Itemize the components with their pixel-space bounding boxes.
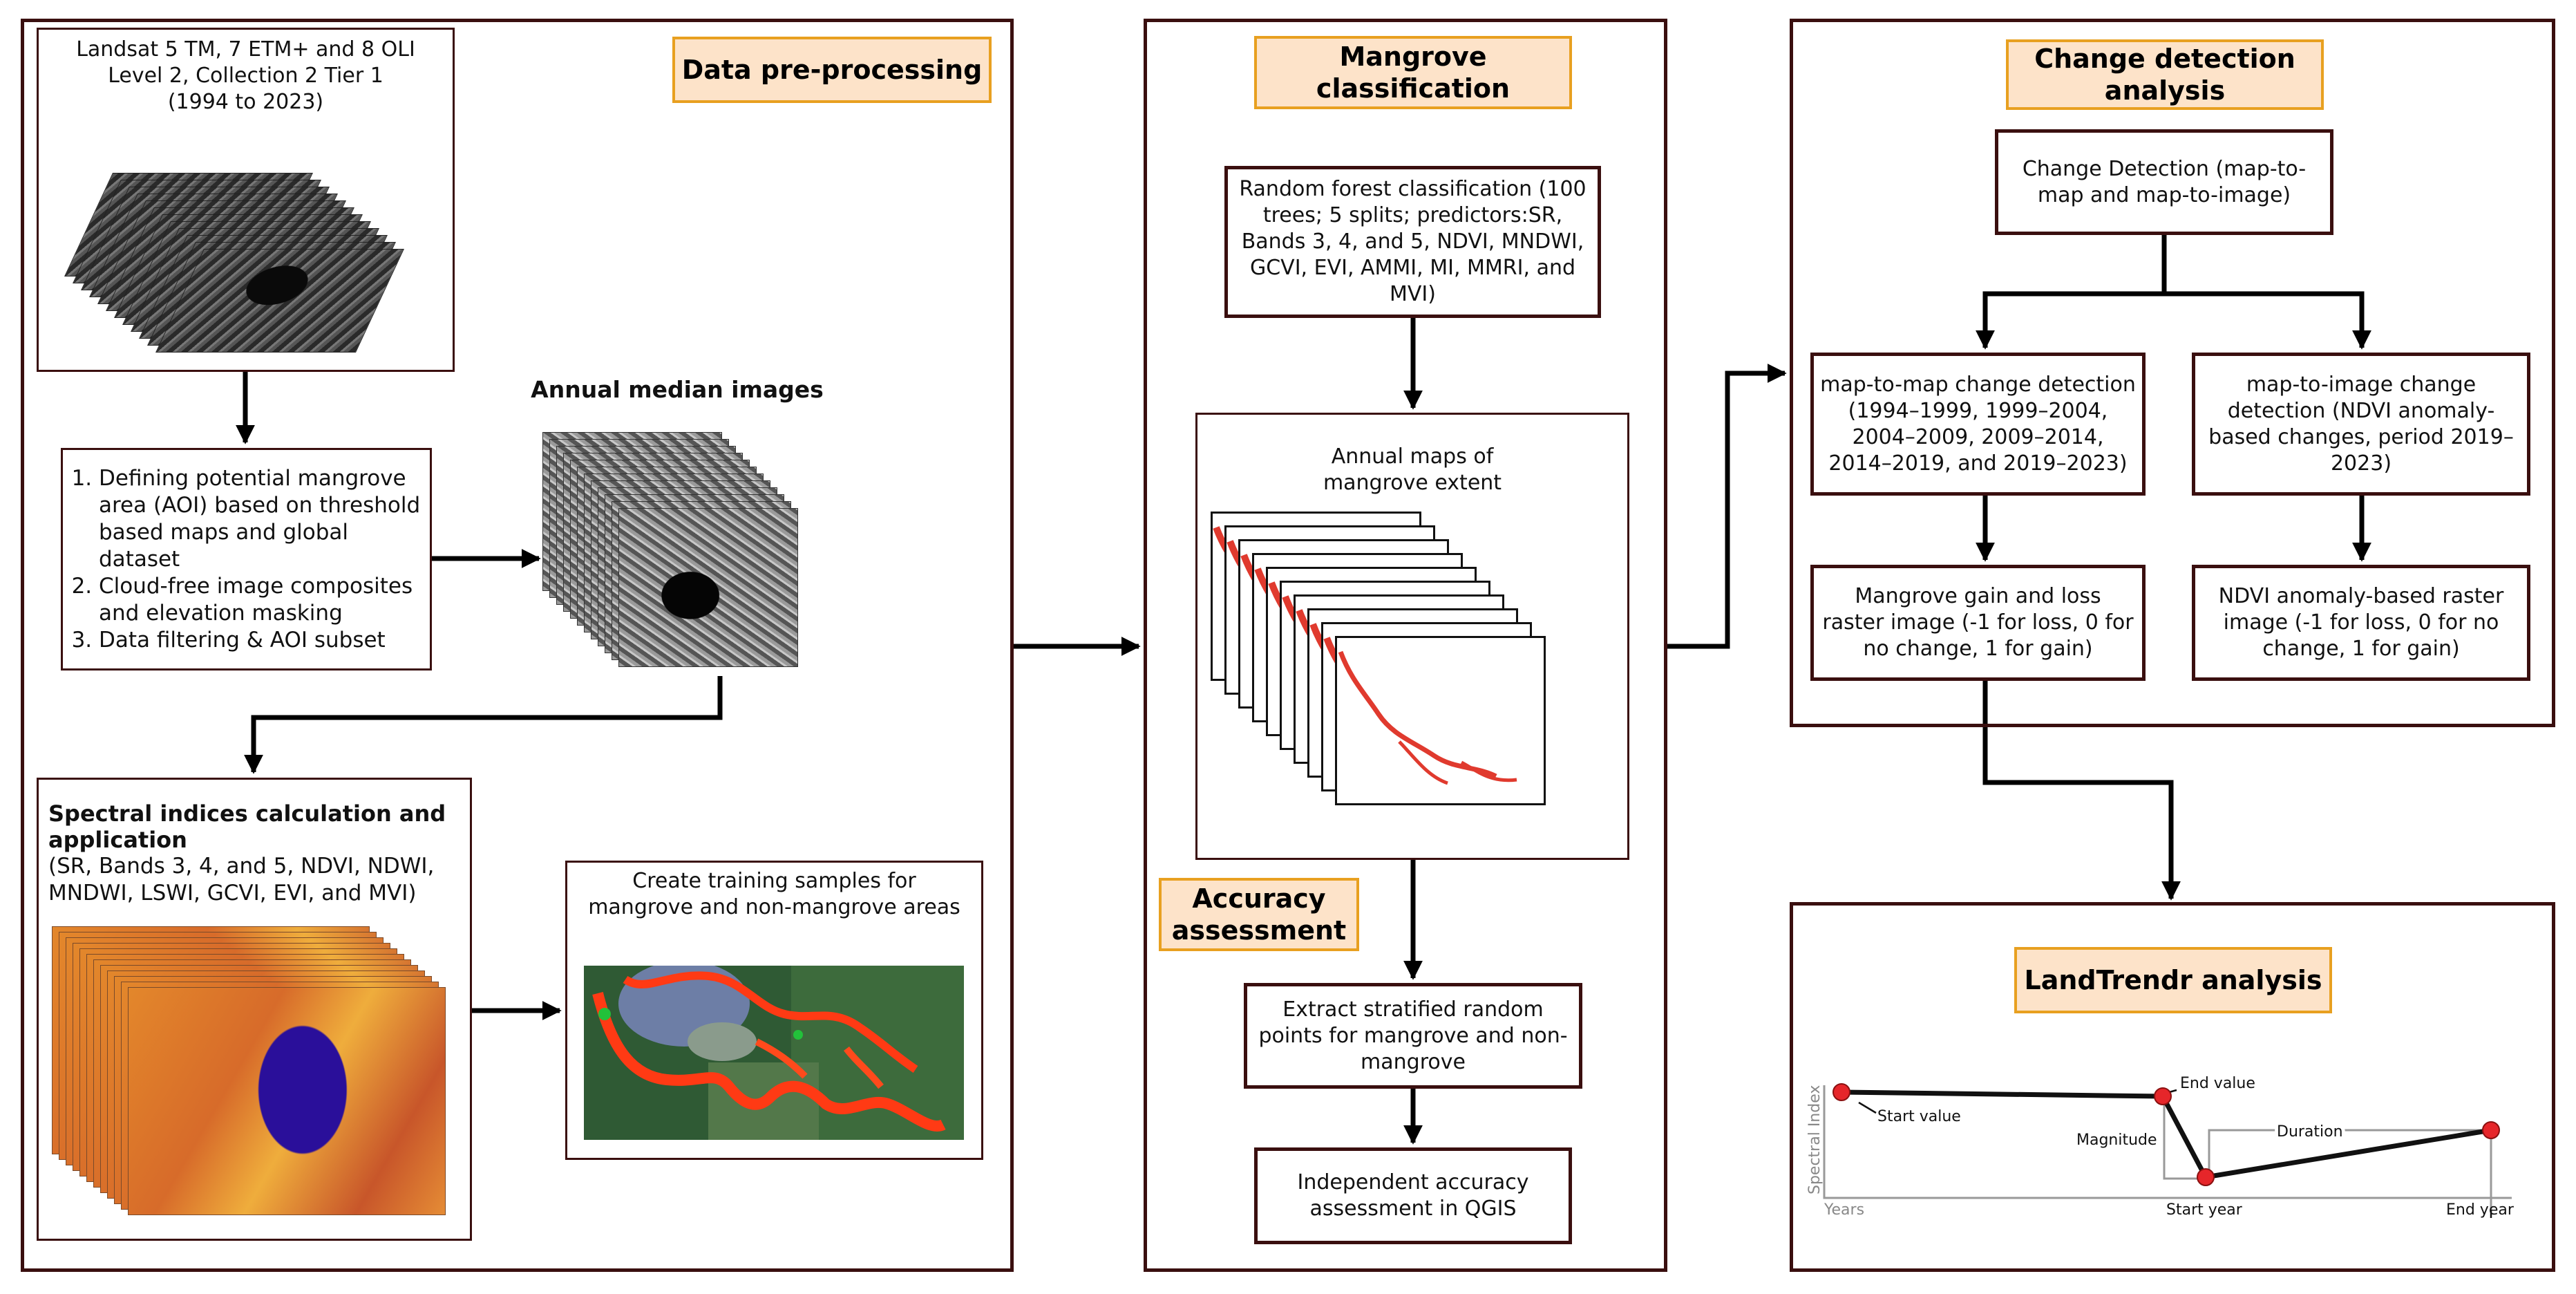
title-landtrendr: LandTrendr analysis bbox=[2014, 947, 2332, 1013]
annual-map-layer bbox=[1335, 636, 1546, 805]
start-year-label: Start year bbox=[2166, 1201, 2243, 1219]
panel-change-detection bbox=[1790, 19, 2555, 727]
independent-accuracy-box: Independent accuracy assessment in QGIS bbox=[1254, 1147, 1572, 1244]
gain-loss-box: Mangrove gain and loss raster image (-1 … bbox=[1810, 565, 2146, 681]
extract-points-text: Extract stratified random points for man… bbox=[1258, 997, 1568, 1074]
map-to-image-text: map-to-image change detection (NDVI anom… bbox=[2208, 372, 2514, 476]
step-item: Cloud-free image composites and elevatio… bbox=[99, 573, 430, 627]
step-item: Data filtering & AOI subset bbox=[99, 627, 430, 654]
random-forest-text: Random forest classification (100 trees;… bbox=[1239, 177, 1587, 306]
stack-layer bbox=[128, 987, 446, 1215]
landsat-line3: (1994 to 2023) bbox=[167, 90, 324, 114]
change-detection-box: Change Detection (map-to-map and map-to-… bbox=[1995, 129, 2333, 235]
random-forest-box: Random forest classification (100 trees;… bbox=[1224, 166, 1601, 318]
landsat-line2: Level 2, Collection 2 Tier 1 bbox=[108, 64, 383, 88]
end-value-point bbox=[2154, 1087, 2172, 1105]
magnitude-bracket bbox=[2163, 1091, 2201, 1180]
training-sample-map bbox=[584, 966, 964, 1140]
extract-points-box: Extract stratified random points for man… bbox=[1244, 983, 1582, 1089]
arrow-median-to-spectral bbox=[244, 676, 723, 774]
training-text: Create training samples for mangrove and… bbox=[588, 869, 960, 919]
map-to-image-box: map-to-image change detection (NDVI anom… bbox=[2192, 353, 2530, 496]
annual-maps-text: Annual maps of mangrove extent bbox=[1323, 444, 1502, 495]
spectral-image-stack bbox=[52, 926, 453, 1217]
panel-landtrendr bbox=[1790, 902, 2555, 1272]
x-axis-label: Years bbox=[1824, 1201, 1864, 1219]
panel-mangrove-classification bbox=[1144, 19, 1667, 1272]
end-year-label: End year bbox=[2446, 1201, 2515, 1219]
annual-map-stack bbox=[1211, 512, 1556, 816]
duration-bracket bbox=[2208, 1129, 2492, 1210]
stack-layer bbox=[618, 508, 798, 667]
start-year-point bbox=[2197, 1168, 2215, 1186]
gain-loss-text: Mangrove gain and loss raster image (-1 … bbox=[1822, 584, 2134, 661]
y-axis-label: Spectral Index bbox=[1806, 1085, 1824, 1194]
step-item: Defining potential mangrove area (AOI) b… bbox=[99, 465, 430, 573]
spectral-detail: (SR, Bands 3, 4, and 5, NDVI, NDWI, MNDW… bbox=[48, 854, 435, 906]
y-axis-line bbox=[1823, 1085, 2512, 1199]
magnitude-label: Magnitude bbox=[2076, 1132, 2157, 1149]
ndvi-anomaly-text: NDVI anomaly-based raster image (-1 for … bbox=[2218, 584, 2504, 661]
landsat-line1: Landsat 5 TM, 7 ETM+ and 8 OLI bbox=[76, 37, 415, 62]
map-to-map-text: map-to-map change detection (1994–1999, … bbox=[1820, 372, 2136, 476]
change-detection-text: Change Detection (map-to-map and map-to-… bbox=[2022, 156, 2307, 207]
panel-data-preprocessing bbox=[21, 19, 1014, 1272]
arrow-branch-left bbox=[1976, 235, 2167, 350]
independent-accuracy-text: Independent accuracy assessment in QGIS bbox=[1297, 1170, 1529, 1221]
mangrove-extent-shape bbox=[1338, 650, 1517, 785]
arrow-classification-to-change bbox=[1667, 364, 1787, 649]
title-mangrove-classification: Mangrove classification bbox=[1254, 36, 1572, 109]
title-change-detection: Change detection analysis bbox=[2006, 39, 2324, 110]
annual-median-image-stack bbox=[542, 432, 833, 681]
preprocessing-steps-box: Defining potential mangrove area (AOI) b… bbox=[61, 448, 432, 671]
arrow-branch-right bbox=[2164, 291, 2371, 350]
landtrendr-schematic: Spectral Index Years Start value End val… bbox=[1806, 1075, 2515, 1219]
spectral-title: Spectral indices calculation and applica… bbox=[48, 800, 446, 853]
annual-median-label: Annual median images bbox=[531, 376, 824, 403]
title-data-preprocessing: Data pre-processing bbox=[672, 37, 992, 103]
end-value-label: End value bbox=[2180, 1075, 2255, 1092]
title-accuracy-assessment: Accuracy assessment bbox=[1159, 878, 1359, 951]
arrow-gain-to-landtrendr bbox=[1982, 681, 2181, 901]
preprocessing-steps-list: Defining potential mangrove area (AOI) b… bbox=[63, 465, 430, 654]
duration-label: Duration bbox=[2277, 1123, 2343, 1141]
ndvi-anomaly-box: NDVI anomaly-based raster image (-1 for … bbox=[2192, 565, 2530, 681]
start-point bbox=[1832, 1083, 1850, 1101]
start-value-label: Start value bbox=[1877, 1108, 1961, 1125]
trajectory-line bbox=[1841, 1089, 2492, 1180]
landsat-image-stack bbox=[64, 173, 404, 366]
end-year-point bbox=[2482, 1121, 2500, 1139]
map-to-map-box: map-to-map change detection (1994–1999, … bbox=[1810, 353, 2146, 496]
